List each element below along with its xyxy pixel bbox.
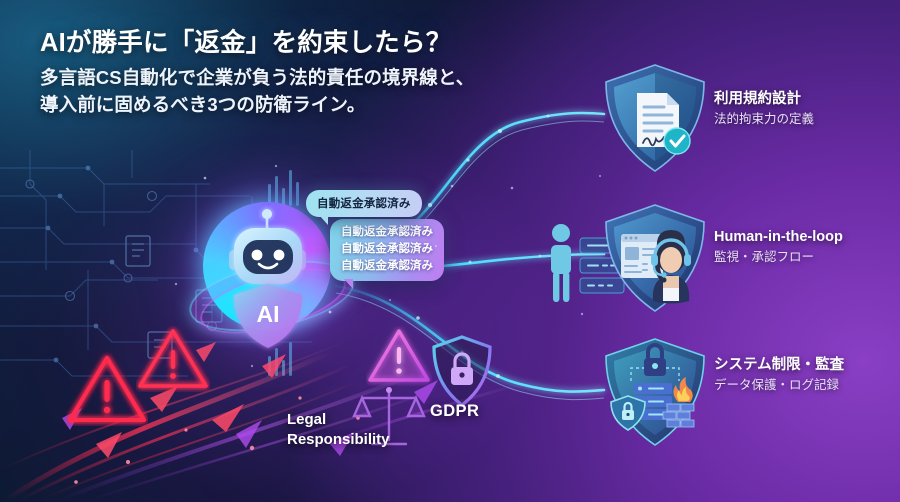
legal-caption-line-2: Responsibility (287, 430, 390, 448)
robot-icon: AI (229, 209, 306, 348)
pillar-icon-system-limits-audit (601, 336, 709, 448)
pillar-title: Human-in-the-loop (714, 229, 843, 245)
chat-bubble-line: 自動返金承認済み (341, 243, 433, 256)
gdpr-caption: GDPR (430, 402, 480, 420)
legal-caption-line-1: Legal (287, 411, 327, 428)
chat-bubble-primary-text: 自動返金承認済み (317, 198, 411, 210)
pillar-label-3: システム制限・監査 データ保護・ログ記録 (714, 356, 844, 394)
pillar-icon-terms-design (601, 62, 709, 174)
pillar-subtitle: 法的拘束力の定義 (714, 111, 815, 126)
subtitle-line-1: 多言語CS自動化で企業が負う法的責任の境界線と、 (40, 67, 475, 89)
page-title: AIが勝手に「返金」を約束したら？ (40, 29, 452, 57)
robot-ai-badge: AI (257, 301, 280, 327)
chat-bubble-primary: 自動返金承認済み (306, 190, 422, 225)
subtitle-line-2: 導入前に固めるべき3つの防衛ライン。 (40, 93, 366, 115)
pillar-icon-human-in-the-loop (601, 202, 709, 314)
pillar-title: 利用規約設計 (714, 91, 801, 107)
pillar-label-2: Human-in-the-loop 監視・承認フロー (714, 228, 843, 266)
warning-triangle-icon (368, 329, 430, 382)
pillar-label-1: 利用規約設計 法的拘束力の定義 (714, 90, 814, 128)
chat-bubble-line: 自動返金承認済み (341, 260, 433, 273)
page-subtitle: 多言語CS自動化で企業が負う法的責任の境界線と、 導入前に固めるべき3つの防衛ラ… (40, 65, 474, 119)
pillar-subtitle: 監視・承認フロー (714, 249, 815, 264)
pillar-title: システム制限・監査 (714, 357, 845, 373)
ai-robot-group: AI (183, 200, 361, 352)
chat-bubble-line: 自動返金承認済み (341, 226, 433, 238)
legal-responsibility-caption: Legal Responsibility (287, 410, 390, 449)
chat-bubble-stack: 自動返金承認済み 自動返金承認済み 自動返金承認済み (330, 219, 444, 290)
headline-block: AIが勝手に「返金」を約束したら？ 多言語CS自動化で企業が負う法的責任の境界線… (40, 28, 474, 119)
pillar-subtitle: データ保護・ログ記録 (714, 377, 840, 392)
shield-padlock-icon (432, 335, 492, 408)
